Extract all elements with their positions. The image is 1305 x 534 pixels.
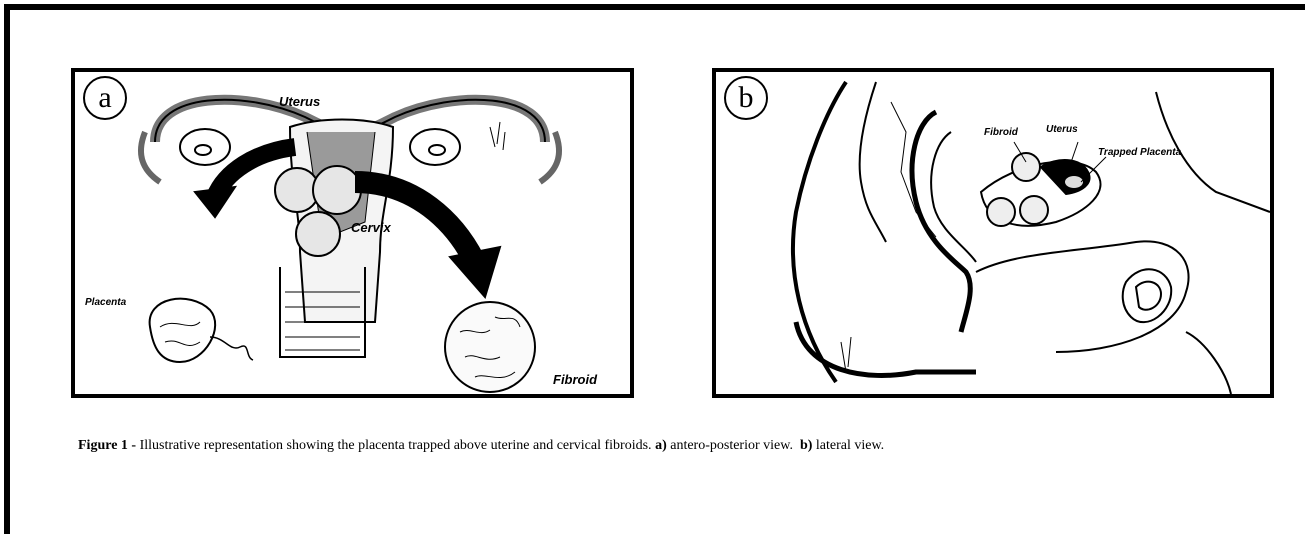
figure-panel-a: a Uterus Cervix Placenta Fibroid: [71, 68, 634, 398]
trapped-placenta-label: Trapped Placenta: [1098, 147, 1181, 158]
caption-b-marker: b): [800, 438, 812, 453]
caption-a-text: antero-posterior view.: [670, 438, 793, 453]
uterus-label: Uterus: [279, 94, 320, 109]
caption-figure-label: Figure 1 -: [78, 438, 136, 453]
placenta-label: Placenta: [85, 297, 126, 308]
cervix-label: Cervix: [351, 220, 391, 235]
uterus-label: Uterus: [1046, 124, 1078, 135]
panel-a-letter: a: [83, 76, 127, 120]
figure-caption: Figure 1 - Illustrative representation s…: [78, 438, 1290, 453]
caption-text: Illustrative representation showing the …: [140, 438, 652, 453]
fibroid-label: Fibroid: [553, 372, 597, 387]
figure-panel-b: b Fibroid Uterus Trapped Placenta: [712, 68, 1274, 398]
panel-b-letter: b: [724, 76, 768, 120]
caption-b-text: lateral view.: [816, 438, 884, 453]
fibroid-label: Fibroid: [984, 127, 1018, 138]
caption-a-marker: a): [655, 438, 667, 453]
uterus-lateral-illustration: [716, 72, 1270, 394]
